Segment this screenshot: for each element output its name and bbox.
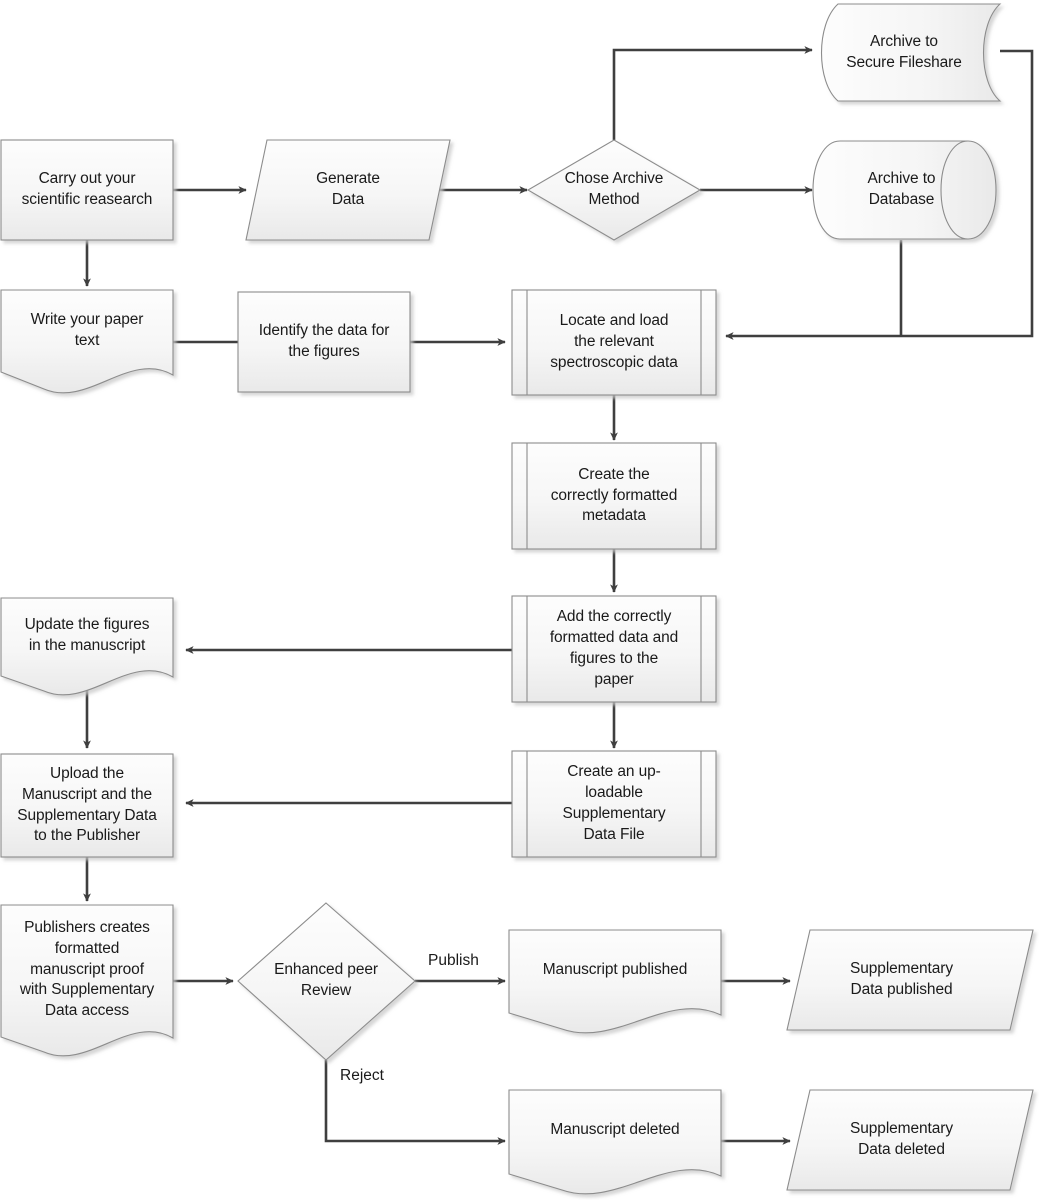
node-archive-to-secure-fileshare[interactable]: [821, 3, 1002, 102]
hit-create-metadata[interactable]: [512, 443, 716, 549]
hit-locate-load-spectroscopic[interactable]: [512, 290, 716, 395]
node-add-data-figures-paper[interactable]: [511, 595, 717, 703]
hit-update-figures-manuscript[interactable]: [1, 598, 173, 693]
hit-identify-data-figures[interactable]: [238, 292, 410, 392]
edge-review-to-deleted: [324, 1060, 506, 1145]
node-upload-to-publisher[interactable]: [0, 753, 174, 858]
hit-manuscript-published[interactable]: [509, 930, 721, 1030]
hit-publisher-creates-proof[interactable]: [1, 905, 173, 1055]
node-chose-archive-method[interactable]: [526, 139, 702, 241]
node-enhanced-peer-review[interactable]: [237, 902, 416, 1061]
node-identify-data-figures[interactable]: [237, 291, 411, 393]
node-generate-data[interactable]: [245, 139, 451, 241]
node-manuscript-deleted[interactable]: [508, 1089, 722, 1195]
hit-supplementary-data-published[interactable]: [787, 930, 1033, 1030]
node-manuscript-published[interactable]: [508, 929, 722, 1034]
hit-manuscript-deleted[interactable]: [509, 1090, 721, 1190]
edge-label-reject: Reject: [340, 1067, 384, 1084]
hit-archive-to-database[interactable]: [813, 141, 996, 239]
shape-group: [0, 3, 1034, 1195]
hit-generate-data[interactable]: [246, 140, 450, 240]
hit-upload-to-publisher[interactable]: [1, 754, 173, 857]
node-write-paper-text[interactable]: [0, 289, 174, 394]
hit-create-supplementary-file[interactable]: [512, 751, 716, 857]
database-cylinder-cap: [940, 140, 969, 240]
hit-carry-out-research[interactable]: [1, 140, 173, 240]
hit-enhanced-peer-review[interactable]: [238, 903, 415, 1060]
node-supplementary-data-deleted[interactable]: [786, 1089, 1034, 1191]
node-locate-load-spectroscopic[interactable]: [511, 289, 717, 396]
node-update-figures-manuscript[interactable]: [0, 597, 174, 696]
hit-supplementary-data-deleted[interactable]: [787, 1090, 1033, 1190]
hit-add-data-figures-paper[interactable]: [512, 596, 716, 702]
hit-archive-to-secure-fileshare[interactable]: [816, 4, 1000, 101]
edge-fileshare-to-locate: [725, 49, 1034, 340]
edge-label-publish: Publish: [428, 952, 479, 969]
hit-write-paper-text[interactable]: [1, 290, 173, 390]
node-publisher-creates-proof[interactable]: [0, 904, 174, 1057]
node-create-metadata[interactable]: [511, 442, 717, 550]
connector-group: [83, 46, 1034, 1145]
edge-decision-to-fileshare: [612, 46, 813, 140]
node-carry-out-research[interactable]: [0, 139, 174, 241]
hit-chose-archive-method[interactable]: [528, 140, 700, 240]
node-supplementary-data-published[interactable]: [786, 929, 1034, 1031]
node-create-supplementary-file[interactable]: [511, 750, 717, 858]
